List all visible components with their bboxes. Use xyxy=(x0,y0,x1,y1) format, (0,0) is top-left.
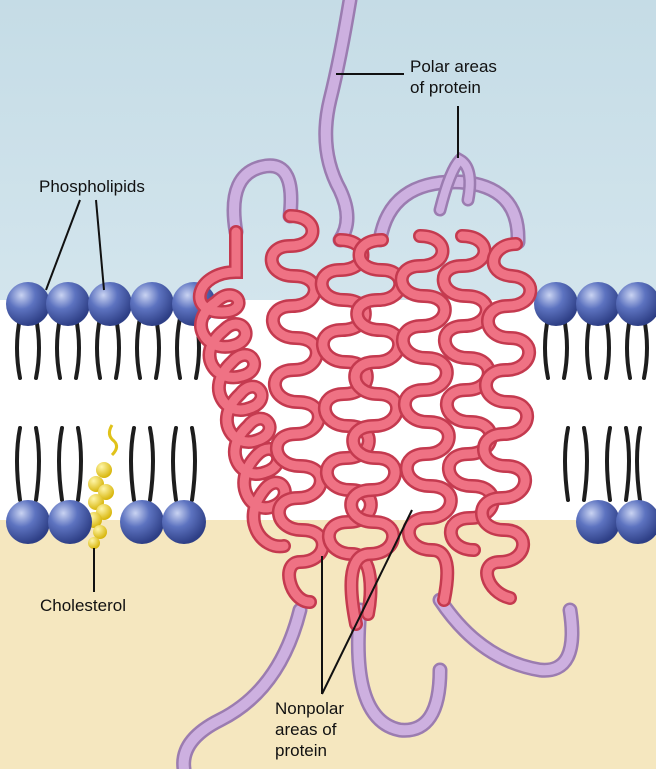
nonpolar-areas-label: Nonpolar areas of protein xyxy=(275,698,344,761)
cholesterol-label: Cholesterol xyxy=(40,595,126,616)
polar-areas-label: Polar areas of protein xyxy=(410,56,497,98)
phospholipid-heads-left-top xyxy=(6,282,216,326)
phospholipids-label: Phospholipids xyxy=(39,176,145,197)
